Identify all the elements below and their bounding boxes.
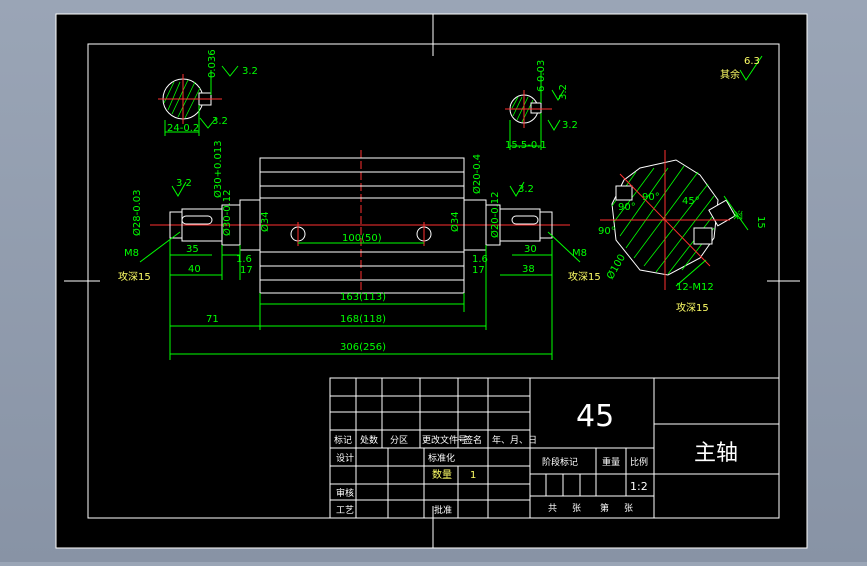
tb-label-signature: 签名 (464, 434, 482, 446)
dim-r-38: 38 (522, 264, 535, 275)
dim-shaft-left-dia2: Ø30-0.12 (221, 190, 233, 236)
roughness-note: 6.3 其余 (720, 55, 763, 81)
dim-shaft-left-r: 3.2 (176, 178, 192, 189)
tb-label-count: 处数 (360, 434, 378, 446)
tb-part-name: 主轴 (694, 441, 738, 466)
dim-sec-right-width: 15.5-0.1 (505, 140, 547, 151)
tb-label-weight: 重量 (602, 456, 620, 468)
tb-label-review: 审核 (336, 487, 354, 499)
shaft-main-view: Ø28-0.03 Ø30-0.12 Ø30+0.013 Ø34 3.2 Ø34 … (118, 140, 601, 360)
end-view-tap: 攻深15 (676, 301, 709, 314)
tb-label-change-doc: 更改文件号 (422, 434, 467, 446)
roughness-other-label: 其余 (720, 68, 740, 81)
end-view-angle2: 90° (642, 192, 660, 203)
tb-label-ratio: 比例 (630, 456, 648, 468)
dim-len-71: 71 (206, 314, 219, 325)
end-view-angle4: 90° (598, 226, 616, 237)
keyway-right (511, 215, 539, 225)
tb-label-zone: 分区 (390, 435, 408, 446)
dim-len-163: 163(113) (340, 292, 386, 303)
end-view-depth2: 15 (755, 216, 766, 229)
dim-shaft-right-dia1: Ø34 (449, 211, 461, 232)
dim-shaft-right-dia3: Ø20-0.12 (489, 192, 501, 238)
end-view-depth1: 深 (731, 210, 743, 220)
tb-label-process: 工艺 (336, 505, 354, 516)
section-view-right: 15.5-0.1 6-0.03 3.2 3.2 (505, 60, 578, 151)
dim-sec-right-r2: 3.2 (558, 84, 569, 100)
roughness-other-value: 6.3 (744, 56, 760, 67)
dim-sec-left-width: 24-0.2 (167, 123, 199, 134)
title-block: 标记 处数 分区 更改文件号 签名 年、月、日 设计 标准化 数量 1 审核 工… (329, 377, 780, 519)
section-view-left: 24-0.2 0.036 3.2 3.2 (158, 49, 258, 136)
dim-center-distance: 100(50) (342, 233, 382, 244)
dim-sec-left-r3: 3.2 (212, 116, 228, 127)
thread-right: M8 (572, 248, 587, 259)
dim-l-35: 35 (186, 244, 199, 255)
tb-sheet-total: 共 (548, 503, 557, 514)
dim-shaft-right-dia2: Ø20-0.4 (471, 154, 483, 194)
dim-shaft-left-dia4: Ø34 (259, 211, 271, 232)
tb-label-design: 设计 (336, 452, 354, 464)
dim-l-1-6: 1.6 (236, 254, 252, 265)
tb-sheet-no: 第 (600, 502, 609, 514)
dim-sec-left-r1: 0.036 (207, 49, 218, 78)
tb-sheet-label: 张 (572, 503, 581, 514)
tap-right: 攻深15 (568, 270, 601, 283)
dim-shaft-right-r: 3.2 (518, 184, 534, 195)
end-view-angle1: 90° (618, 202, 636, 213)
dim-shaft-left-dia3: Ø30+0.013 (212, 140, 224, 198)
tb-label-quantity: 数量 (432, 468, 452, 481)
tb-scale: 1:2 (630, 480, 648, 493)
keyway-left (181, 215, 213, 225)
dim-l-17: 17 (240, 265, 253, 276)
tb-label-stage-mark: 阶段标记 (542, 456, 578, 468)
tb-label-standardization: 标准化 (428, 452, 455, 464)
dim-r-30: 30 (524, 244, 537, 255)
tb-material: 45 (576, 399, 614, 434)
end-view-thread: 12-M12 (676, 282, 714, 293)
tb-label-approve: 批准 (434, 504, 452, 516)
tap-left: 攻深15 (118, 270, 151, 283)
tb-label-date: 年、月、日 (492, 434, 537, 446)
end-view-angle3: 45° (682, 196, 700, 207)
dim-len-total: 306(256) (340, 342, 386, 353)
dim-len-168: 168(118) (340, 314, 386, 325)
tb-quantity-value: 1 (470, 470, 476, 481)
tb-label-mark: 标记 (334, 434, 352, 446)
dim-l-40: 40 (188, 264, 201, 275)
dim-r-1-6: 1.6 (472, 254, 488, 265)
thread-left: M8 (124, 248, 139, 259)
dim-sec-right-r3: 3.2 (562, 120, 578, 131)
dim-sec-right-r1: 6-0.03 (536, 60, 547, 92)
dim-shaft-left-dia1: Ø28-0.03 (131, 190, 143, 236)
tb-sheet-no-label: 张 (624, 503, 633, 514)
dim-sec-left-r2: 3.2 (242, 66, 258, 77)
dim-r-17: 17 (472, 265, 485, 276)
